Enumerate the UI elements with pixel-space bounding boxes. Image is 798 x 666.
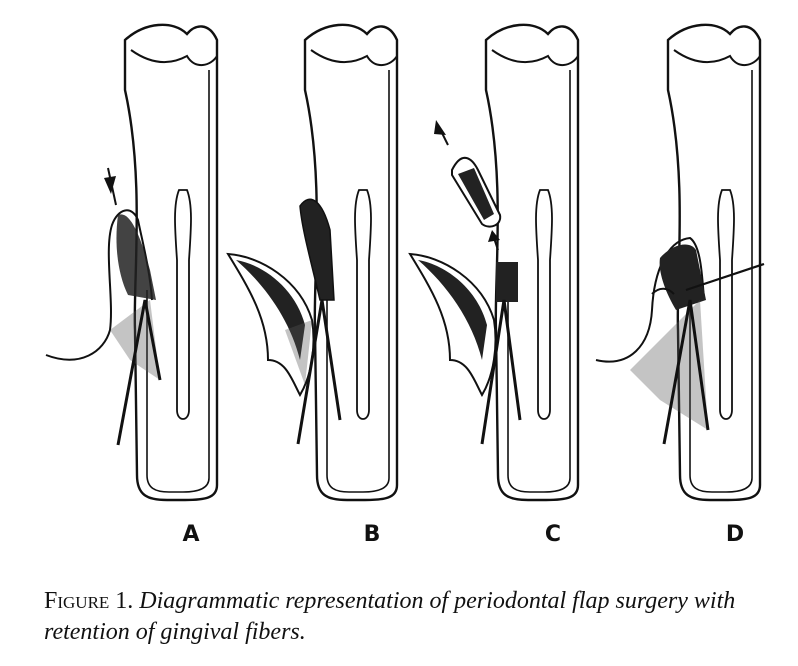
panel-label-b: B bbox=[363, 522, 381, 547]
panel-label-d: D bbox=[725, 522, 745, 547]
caption-text: Diagrammatic representation of periodont… bbox=[44, 588, 736, 645]
figure-number: Figure 1. bbox=[44, 588, 134, 614]
panel-b bbox=[226, 23, 399, 502]
figure-caption: Figure 1. Diagrammatic representation of… bbox=[44, 586, 784, 648]
panel-label-c: C bbox=[544, 522, 562, 547]
panel-c bbox=[408, 23, 580, 502]
panel-a bbox=[45, 23, 219, 502]
panel-d bbox=[595, 23, 765, 502]
panel-label-a: A bbox=[182, 522, 200, 547]
